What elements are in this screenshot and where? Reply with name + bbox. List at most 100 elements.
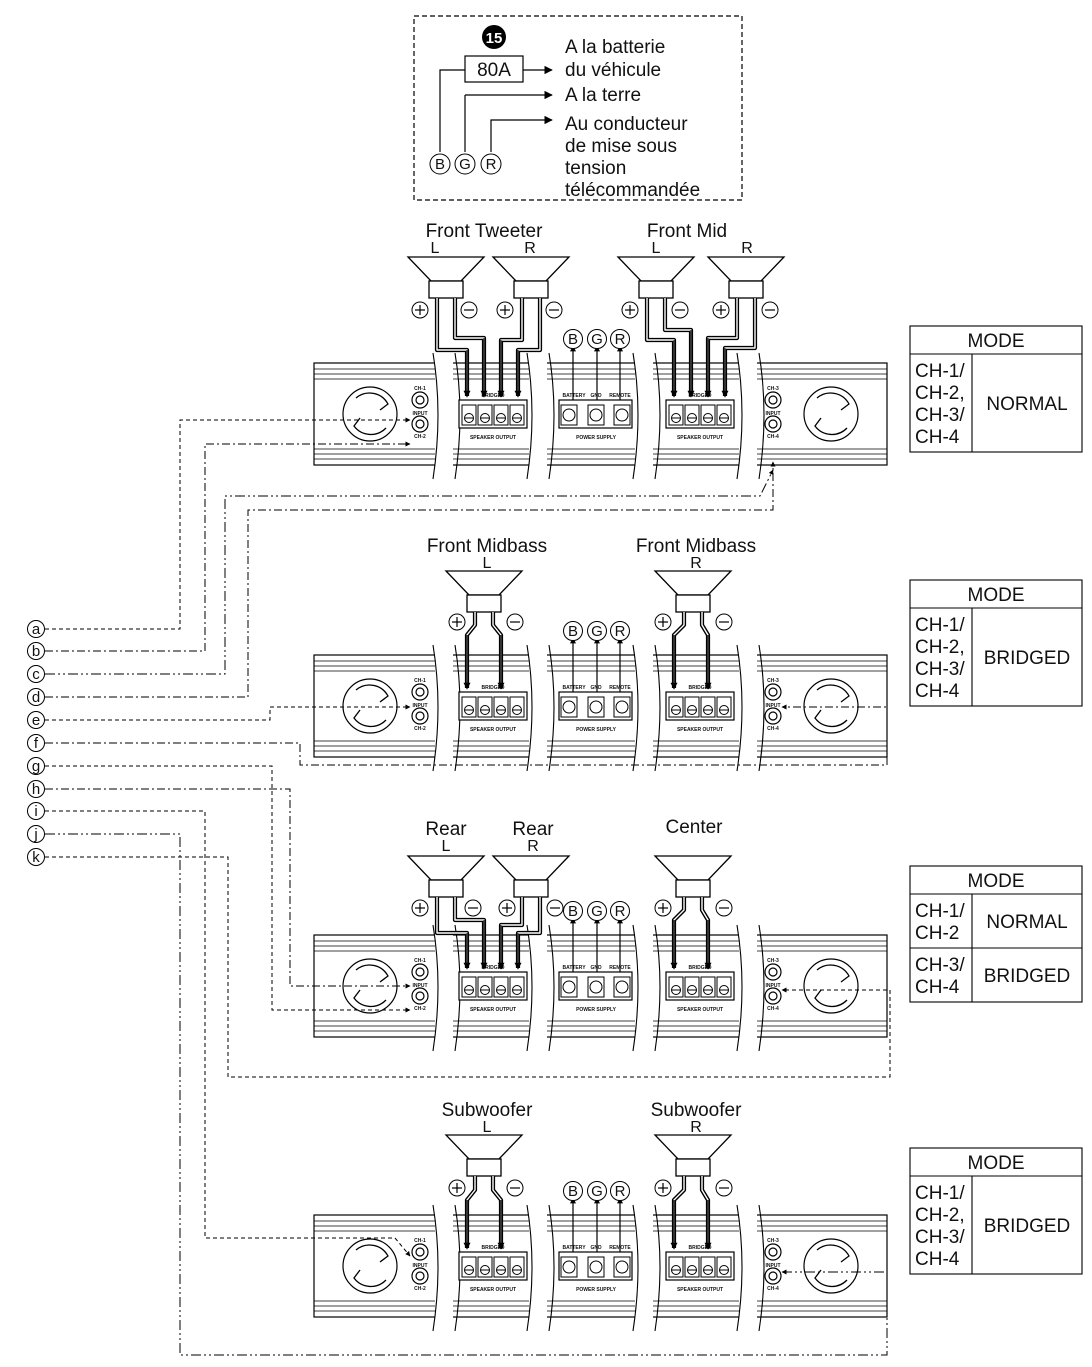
terminal-b-label: B <box>568 331 578 348</box>
jack-label-ch3: CH-3 <box>767 1238 779 1244</box>
signal-d <box>45 461 776 698</box>
signal-h <box>45 788 411 989</box>
terminal-r-label: R <box>615 1183 626 1200</box>
plus-polarity-icon <box>621 301 639 319</box>
jack-label-ch1: CH-1 <box>414 386 426 392</box>
mode-value: BRIDGED <box>984 966 1071 987</box>
plus-polarity-icon <box>448 1179 466 1197</box>
mode-channel: CH-2, <box>915 1205 965 1226</box>
battery-label: BATTERY <box>562 965 586 971</box>
mode-value: BRIDGED <box>984 648 1071 669</box>
mode-channel: CH-3/ <box>915 1227 965 1248</box>
front-mid-l-speaker <box>616 256 696 299</box>
channel-label: R <box>690 1119 702 1136</box>
fan-right-icon <box>803 386 859 442</box>
battery-line-2: du véhicule <box>565 60 661 81</box>
signal-a <box>45 417 411 630</box>
signal-e <box>45 704 411 721</box>
front-midbass-l-speaker <box>444 570 524 613</box>
fan-left-icon <box>342 678 398 734</box>
jack-label-ch4: CH-4 <box>767 1006 779 1012</box>
remote-line-3: tension <box>565 158 626 179</box>
jack-label-ch3: CH-3 <box>767 386 779 392</box>
minus-polarity-icon <box>506 1179 524 1197</box>
generated-layer: CH-1CH-2INPUTCH-3CH-4INPUTBRIDGEDSPEAKER… <box>27 221 1083 1356</box>
terminal-r-label: R <box>615 623 626 640</box>
mode-channel: CH-4 <box>915 681 960 702</box>
mode-value: NORMAL <box>986 912 1067 933</box>
source-label-e: e <box>32 712 40 729</box>
speaker-output-label: SPEAKER OUTPUT <box>677 1287 723 1293</box>
plus-polarity-icon <box>411 301 429 319</box>
mode-channel: CH-3/ <box>915 955 965 976</box>
mode-value: BRIDGED <box>984 1216 1071 1237</box>
fuse-box <box>464 55 524 83</box>
bridged-label: BRIDGED <box>688 393 711 399</box>
input-label: INPUT <box>766 703 781 709</box>
minus-polarity-icon <box>546 899 564 917</box>
speaker-output-label: SPEAKER OUTPUT <box>677 727 723 733</box>
speaker-group-label: Front Midbass <box>427 536 547 557</box>
signal-b <box>45 441 411 652</box>
speaker-group-label: Subwoofer <box>442 1100 534 1121</box>
speaker-group-label: Center <box>665 817 723 838</box>
channel-label: R <box>524 240 536 257</box>
terminal-r <box>610 329 630 349</box>
input-label: INPUT <box>766 983 781 989</box>
minus-polarity-icon <box>671 301 689 319</box>
jack-label-ch3: CH-3 <box>767 678 779 684</box>
jack-label-ch4: CH-4 <box>767 1286 779 1292</box>
input-label: INPUT <box>413 1263 428 1269</box>
signal-c <box>45 469 774 675</box>
signal-g <box>45 765 411 1013</box>
fan-right-icon <box>803 1238 859 1294</box>
mode-header: MODE <box>968 585 1025 606</box>
signal-i <box>45 810 411 1257</box>
minus-polarity-icon <box>506 613 524 631</box>
signal-f <box>45 704 888 766</box>
terminal-g <box>587 621 607 641</box>
jack-label-ch2: CH-2 <box>414 1286 426 1292</box>
bridged-label: BRIDGED <box>688 965 711 971</box>
signal-k <box>45 856 891 1078</box>
amplifier-4: CH-1CH-2INPUTCH-3CH-4INPUTBRIDGEDSPEAKER… <box>313 1181 888 1332</box>
bridged-label: BRIDGED <box>688 1245 711 1251</box>
mode-channel: CH-4 <box>915 977 960 998</box>
source-label-g: g <box>32 758 40 775</box>
jack-label-ch1: CH-1 <box>414 958 426 964</box>
terminal-r-label: R <box>615 903 626 920</box>
mode-channel: CH-2, <box>915 383 965 404</box>
input-label: INPUT <box>413 703 428 709</box>
terminal-r <box>610 901 630 921</box>
source-label-j: j <box>33 826 37 843</box>
mode-channel: CH-2, <box>915 637 965 658</box>
terminal-b-label: B <box>568 903 578 920</box>
plus-polarity-icon <box>654 1179 672 1197</box>
minus-polarity-icon <box>460 301 478 319</box>
terminal-b-label: B <box>568 623 578 640</box>
bridged-label: BRIDGED <box>481 685 504 691</box>
minus-polarity-icon <box>715 613 733 631</box>
center-speaker <box>653 855 733 898</box>
speaker-output-label: SPEAKER OUTPUT <box>677 1007 723 1013</box>
remote-line-1: Au conducteur <box>565 114 688 135</box>
speaker-group-label: Front Tweeter <box>426 221 544 242</box>
source-label-i: i <box>34 803 37 820</box>
speaker-output-label: SPEAKER OUTPUT <box>470 1287 516 1293</box>
fuse-number: 15 <box>486 30 503 47</box>
terminal-b-label: B <box>568 1183 578 1200</box>
mode-channel: CH-3/ <box>915 405 965 426</box>
source-label-c: c <box>32 666 40 683</box>
front-tweeter-l-speaker <box>406 256 486 299</box>
jack-label-ch4: CH-4 <box>767 726 779 732</box>
source-f <box>27 734 45 752</box>
source-a <box>27 620 45 638</box>
fan-left-icon <box>342 386 398 442</box>
